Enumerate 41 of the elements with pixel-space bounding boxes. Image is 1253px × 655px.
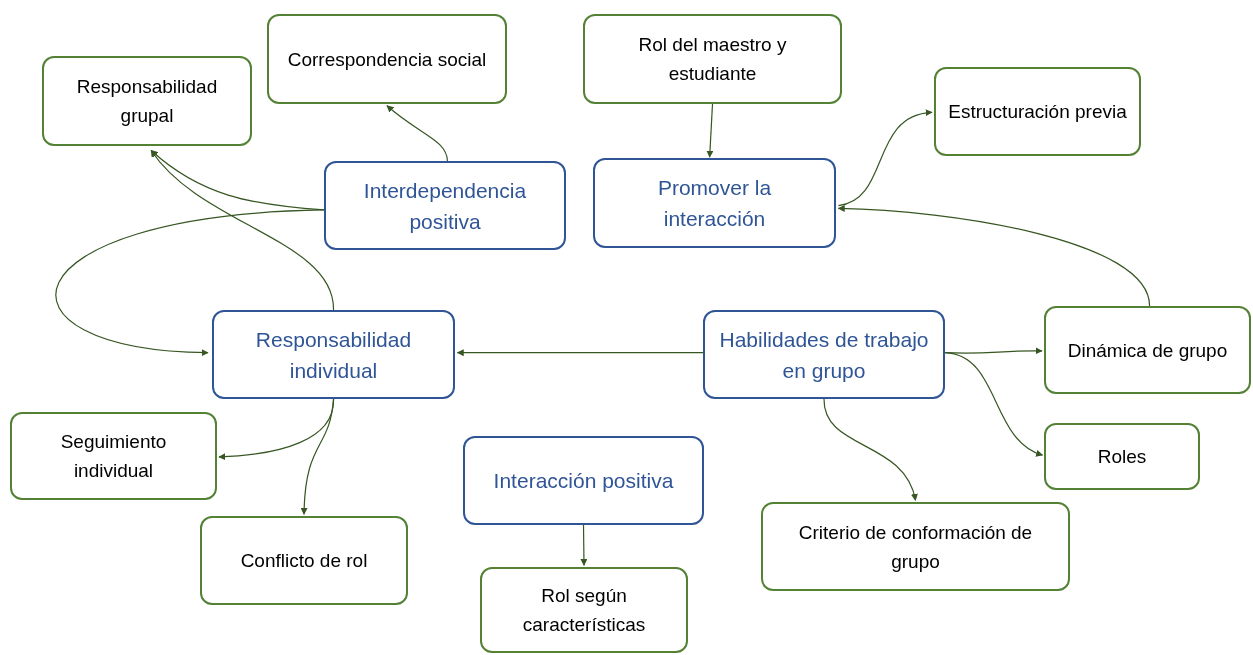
arrow xyxy=(837,205,1151,307)
subconcept-box xyxy=(934,67,1141,156)
concept-box xyxy=(593,158,836,248)
node-label: Habilidades de trabajo en grupo xyxy=(718,326,930,384)
subconcept-box xyxy=(1044,423,1200,490)
arrow xyxy=(823,398,918,501)
concept-box xyxy=(212,310,455,399)
arrow xyxy=(300,398,335,515)
arrow xyxy=(150,149,335,311)
arrow xyxy=(837,109,933,207)
node-label: Responsabilidad grupal xyxy=(75,75,219,128)
subconcept-box xyxy=(10,412,217,500)
arrow xyxy=(706,103,714,158)
subconcept-box xyxy=(200,516,408,605)
node-label: Dinámica de grupo xyxy=(1067,338,1228,363)
node-label: Rol del maestro y estudiante xyxy=(637,33,788,86)
subconcept-box xyxy=(1044,306,1251,394)
subconcept-box xyxy=(480,567,688,653)
node-label: Conflicto de rol xyxy=(240,549,368,573)
node-label: Rol según características xyxy=(521,584,647,637)
node-label: Interacción positiva xyxy=(493,468,674,494)
subconcept-box xyxy=(267,14,507,104)
node-label: Seguimiento individual xyxy=(59,430,168,483)
arrow xyxy=(456,349,704,357)
subconcept-box xyxy=(583,14,842,104)
arrow xyxy=(944,352,1044,456)
node-label: Estructuración previa xyxy=(948,100,1127,124)
node-label: Criterio de conformación de grupo xyxy=(797,520,1034,574)
node-label: Correspondencia social xyxy=(287,47,487,72)
concept-box xyxy=(463,436,704,525)
concept-box xyxy=(703,310,945,399)
node-label: Roles xyxy=(1097,445,1147,469)
arrow xyxy=(55,209,325,356)
node-label: Interdependencia positiva xyxy=(362,177,528,235)
concept-box xyxy=(324,161,566,250)
subconcept-box xyxy=(761,502,1070,591)
node-label: Promover la interacción xyxy=(656,175,773,232)
arrow xyxy=(386,105,449,162)
subconcept-box xyxy=(42,56,252,146)
node-label: Responsabilidad individual xyxy=(254,326,413,384)
arrow xyxy=(580,524,588,566)
